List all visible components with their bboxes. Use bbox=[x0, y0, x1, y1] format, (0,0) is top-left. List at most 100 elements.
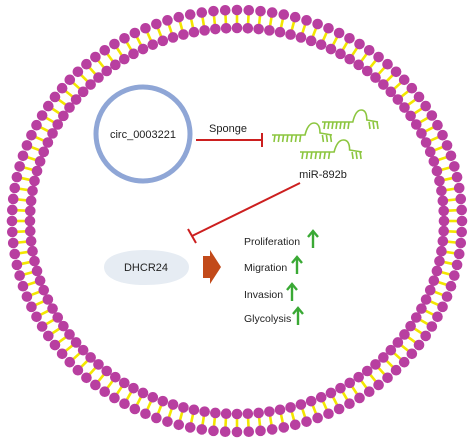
lipid-head bbox=[437, 195, 449, 207]
mirna-base bbox=[298, 134, 302, 143]
lipid-tail bbox=[79, 359, 89, 369]
lipid-head bbox=[420, 294, 432, 305]
lipid-head bbox=[353, 371, 364, 383]
lipid-head bbox=[382, 58, 393, 70]
lipid-head bbox=[64, 102, 75, 113]
lipid-head bbox=[49, 339, 61, 351]
lipid-head bbox=[274, 404, 286, 416]
lipid-head bbox=[31, 165, 43, 177]
lipid-tail bbox=[189, 18, 195, 29]
lipid-head bbox=[285, 29, 296, 40]
lipid-tail bbox=[443, 176, 454, 182]
lipid-head bbox=[255, 425, 266, 437]
lipid-head bbox=[42, 330, 54, 342]
lipid-head bbox=[361, 365, 373, 377]
lipid-head bbox=[335, 48, 346, 60]
lipid-tail bbox=[96, 373, 106, 383]
lipid-head bbox=[456, 204, 467, 216]
lipid-tail bbox=[392, 351, 403, 361]
lipid-tail bbox=[26, 155, 37, 162]
lipid-head bbox=[178, 29, 189, 40]
lipid-head bbox=[110, 371, 121, 383]
lipid-head bbox=[274, 26, 286, 38]
lipid-head bbox=[7, 204, 18, 216]
lipid-head bbox=[38, 146, 50, 158]
lipid-tail bbox=[71, 81, 82, 91]
lipid-head bbox=[52, 312, 64, 323]
lipid-head bbox=[49, 91, 61, 103]
lipid-head bbox=[42, 294, 54, 305]
lipid-head bbox=[99, 386, 111, 398]
lipid-head bbox=[437, 129, 448, 141]
lipid-head bbox=[449, 161, 460, 172]
lipid-head bbox=[162, 416, 173, 427]
mirna-base bbox=[359, 151, 362, 160]
lipid-head bbox=[11, 259, 23, 271]
lipid-head bbox=[119, 398, 130, 410]
lipid-head bbox=[101, 365, 113, 377]
lipid-tail bbox=[145, 400, 153, 411]
lipid-tail bbox=[445, 250, 456, 255]
lipid-head bbox=[378, 352, 389, 363]
lipid-head bbox=[405, 110, 416, 122]
lipid-tail bbox=[429, 299, 440, 307]
lipid-tail bbox=[437, 280, 448, 287]
lipid-head bbox=[208, 425, 219, 437]
lipid-head bbox=[382, 372, 393, 384]
lipid-head bbox=[199, 406, 210, 417]
lipid-head bbox=[242, 408, 254, 420]
lipid-head bbox=[17, 150, 29, 162]
lipid-head bbox=[243, 4, 255, 16]
lipid-head bbox=[453, 248, 465, 260]
lipid-head bbox=[426, 321, 438, 332]
lipid-head bbox=[373, 51, 384, 63]
lipid-head bbox=[370, 72, 381, 83]
lipid-tail bbox=[406, 98, 417, 107]
lipid-head bbox=[456, 226, 467, 238]
lipid-head bbox=[184, 422, 196, 433]
lipid-head bbox=[455, 193, 467, 205]
lipid-head bbox=[315, 39, 327, 50]
lipid-head bbox=[7, 226, 18, 238]
lipid-tail bbox=[30, 145, 41, 152]
lipid-head bbox=[428, 156, 440, 167]
lipid-tail bbox=[377, 366, 386, 376]
lipid-head bbox=[266, 7, 278, 18]
lipid-tail bbox=[246, 14, 250, 25]
lipid-head bbox=[210, 407, 221, 419]
lipid-head bbox=[416, 303, 427, 314]
lipid-head bbox=[333, 27, 345, 39]
lipid-tail bbox=[57, 98, 68, 107]
lipid-head bbox=[31, 119, 42, 131]
lipid-head bbox=[305, 395, 317, 407]
lipid-head bbox=[24, 215, 36, 227]
lipid-tail bbox=[145, 31, 153, 42]
lipid-head bbox=[406, 82, 418, 94]
mirna-base bbox=[335, 121, 338, 130]
lipid-tail bbox=[341, 390, 349, 401]
lipid-tail bbox=[257, 14, 262, 26]
lipid-head bbox=[323, 408, 334, 420]
lipid-head bbox=[428, 275, 440, 286]
lipid-head bbox=[295, 32, 307, 43]
lipid-tail bbox=[385, 359, 395, 369]
lipid-head bbox=[449, 270, 460, 281]
mirna-base bbox=[329, 134, 333, 143]
lipid-tail bbox=[300, 23, 307, 35]
circrna-label: circ_0003221 bbox=[110, 129, 176, 141]
lipid-head bbox=[344, 53, 356, 65]
lipid-tail bbox=[406, 335, 417, 344]
lipid-tail bbox=[268, 415, 273, 426]
lipid-bilayer-icon bbox=[6, 4, 468, 438]
lipid-tail bbox=[26, 280, 37, 287]
lipid-head bbox=[210, 23, 221, 35]
lipid-tail bbox=[419, 116, 430, 124]
lipid-tail bbox=[377, 66, 386, 76]
up-arrow-icon bbox=[291, 255, 303, 274]
lipid-head bbox=[31, 311, 42, 323]
lipid-head bbox=[119, 32, 130, 44]
lipid-head bbox=[162, 15, 173, 26]
lipid-head bbox=[370, 359, 381, 370]
lipid-tail bbox=[321, 400, 329, 411]
lipid-head bbox=[278, 422, 290, 433]
